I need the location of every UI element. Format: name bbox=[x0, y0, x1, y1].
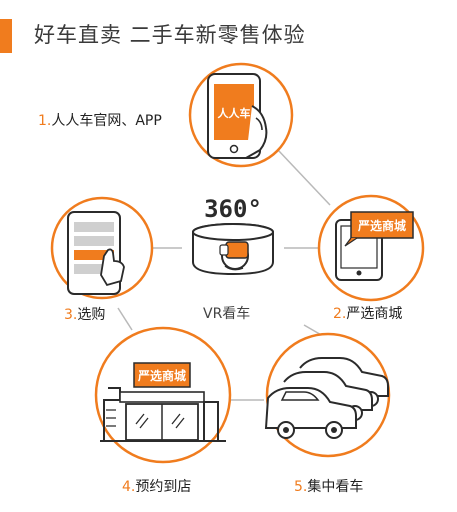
page-title: 好车直卖 二手车新零售体验 bbox=[34, 23, 306, 47]
storefront-sign-text: 严选商城 bbox=[137, 368, 186, 383]
step-1-text: 人人车官网、APP bbox=[51, 113, 162, 129]
tablet-sign-text: 严选商城 bbox=[357, 218, 406, 233]
step-2-label: 2.严选商城 bbox=[333, 305, 402, 323]
vr-label: VR看车 bbox=[203, 306, 251, 322]
step-4-text: 预约到店 bbox=[135, 479, 192, 495]
connector-1-2 bbox=[277, 149, 331, 206]
step-1-label: 1.人人车官网、APP bbox=[38, 112, 162, 130]
step-5-text: 集中看车 bbox=[307, 479, 364, 495]
center-vr-headset-icon: 360° bbox=[192, 195, 274, 276]
step-4-number: 4. bbox=[122, 479, 136, 495]
step-3-shopping-phone-icon bbox=[50, 196, 154, 300]
step-5-label: 5.集中看车 bbox=[294, 478, 363, 496]
step-1-number: 1. bbox=[38, 113, 52, 129]
connector-3-4 bbox=[117, 307, 133, 331]
vr-360-badge: 360° bbox=[204, 195, 262, 223]
step-2-store-tablet-icon: 严选商城 bbox=[317, 194, 425, 302]
phone-screen-text: 人人车 bbox=[218, 106, 251, 120]
step-3-label: 3.选购 bbox=[64, 306, 105, 324]
connectors bbox=[117, 149, 331, 401]
step-1-phone-icon: 人人车 bbox=[188, 62, 294, 168]
step-3-text: 选购 bbox=[77, 307, 106, 323]
step-2-number: 2. bbox=[333, 306, 347, 322]
step-5-number: 5. bbox=[294, 479, 308, 495]
step-2-text: 严选商城 bbox=[346, 306, 403, 322]
step-3-number: 3. bbox=[64, 307, 78, 323]
step-4-label: 4.预约到店 bbox=[122, 478, 191, 496]
step-5-cars-icon bbox=[264, 332, 391, 458]
step-4-storefront-icon: 严选商城 bbox=[94, 326, 232, 464]
header-accent-bar bbox=[0, 19, 12, 53]
